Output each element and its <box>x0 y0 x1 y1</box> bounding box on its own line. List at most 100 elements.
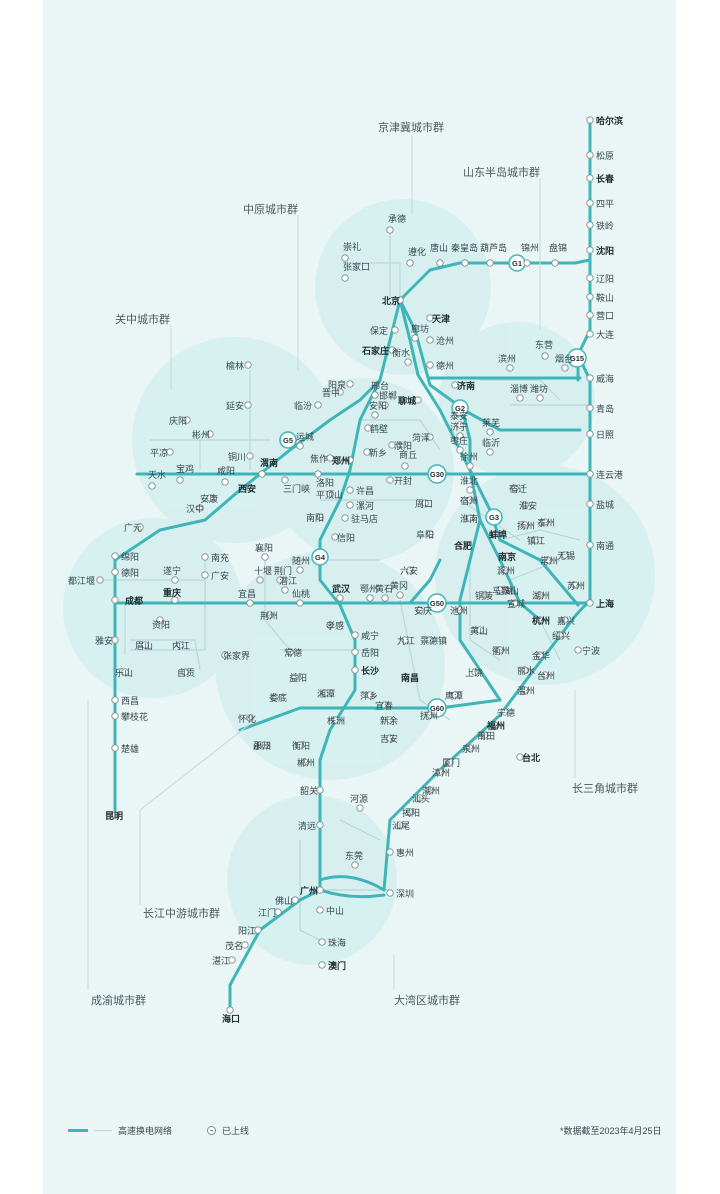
city-label: 衡水 <box>392 347 410 358</box>
city-label: 崇礼 <box>343 241 361 252</box>
station-baoji: 宝鸡 <box>176 463 194 484</box>
station-yichang: 宜昌 <box>238 588 256 607</box>
station-marker <box>386 889 394 897</box>
city-label: 金华 <box>532 650 550 661</box>
station-marker <box>461 259 469 267</box>
station-maoming: 茂名 <box>225 940 249 951</box>
station-marker <box>586 246 594 254</box>
city-label: 鄂州 <box>360 584 378 594</box>
station-marker <box>406 808 414 816</box>
station-marker <box>296 741 304 749</box>
city-label: 潍坊 <box>530 383 548 394</box>
city-label: 临汾 <box>294 400 312 411</box>
station-marker <box>346 486 354 494</box>
city-label: 抚州 <box>420 710 438 721</box>
station-chaozhou: 潮州 <box>422 785 440 796</box>
station-marker <box>574 646 582 654</box>
city-label: 许昌 <box>356 485 374 496</box>
station-zhangjiajie: 张家界 <box>221 650 250 661</box>
badge-label: G60 <box>430 704 444 713</box>
station-rizhao: 日照 <box>586 430 614 440</box>
bay-loop <box>318 875 386 899</box>
station-quanzhou: 泉州 <box>462 743 480 754</box>
station-yancheng: 盐城 <box>586 499 614 510</box>
station-suzhou: 苏州 <box>567 580 585 591</box>
city-label: 常德 <box>284 647 302 658</box>
station-xiamen: 厦门 <box>442 757 460 768</box>
station-chuzhou: 滁州 <box>497 566 515 576</box>
station-marker <box>314 470 322 478</box>
station-shijiazhuang: 石家庄 <box>361 345 396 356</box>
station-marker <box>346 456 354 464</box>
station-tongling: 铜陵 <box>475 590 493 601</box>
badge-label: G3 <box>489 513 499 522</box>
legend-main-line <box>68 1129 88 1132</box>
station-marker <box>391 326 399 334</box>
station-marker <box>401 462 409 470</box>
station-marker <box>228 956 236 964</box>
city-label: 攀枝花 <box>121 711 148 722</box>
station-changde: 常德 <box>284 647 302 658</box>
station-marker <box>561 551 569 559</box>
city-label: 阜阳 <box>416 529 434 540</box>
city-label: 芜湖 <box>495 585 513 596</box>
region-jingjinji <box>315 199 491 375</box>
city-label: 台州 <box>537 670 555 681</box>
station-marker <box>296 566 304 574</box>
city-label: 菏泽 <box>412 433 430 443</box>
station-marker <box>521 666 529 674</box>
station-mianyang: 绵阳 <box>111 551 139 562</box>
city-label: 大连 <box>596 329 614 340</box>
station-marker <box>111 712 119 720</box>
station-marker <box>586 311 594 319</box>
station-guangyuan: 广元 <box>124 522 144 533</box>
station-dalian: 大连 <box>586 329 614 340</box>
city-label: 郑州 <box>332 455 350 466</box>
city-label: 安庆 <box>414 605 432 616</box>
station-yaan: 雅安 <box>95 635 119 646</box>
station-ningde: 宁德 <box>497 707 515 718</box>
station-qianhua: 遵化 <box>406 246 426 267</box>
station-marker <box>331 533 339 541</box>
station-marker <box>316 786 324 794</box>
station-marker <box>388 346 396 354</box>
station-zhangjiakou: 张家口 <box>341 261 370 282</box>
station-marker <box>536 591 544 599</box>
city-label: 长沙 <box>361 665 379 676</box>
region-chengyu <box>63 518 243 698</box>
city-label: 张家界 <box>223 650 250 661</box>
badge-g2: G2 <box>451 399 469 417</box>
station-puyang: 濮阳 <box>388 440 412 451</box>
city-label: 楚雄 <box>121 743 139 754</box>
city-label: 马鞍山 <box>492 585 519 596</box>
region-label-changjiang: 长江中游城市群 <box>143 906 220 920</box>
legend-station: 已上线 <box>207 1124 249 1137</box>
station-marker <box>256 576 264 584</box>
station-marker <box>176 641 184 649</box>
city-label: 哈尔滨 <box>596 115 623 126</box>
city-label: 武汉 <box>332 583 351 594</box>
station-marker <box>381 701 389 709</box>
station-shangqiu: 商丘 <box>399 449 417 470</box>
station-marker <box>511 599 519 607</box>
station-marker <box>351 861 359 869</box>
city-label: 鹤壁 <box>370 423 388 434</box>
city-label: 江门 <box>258 907 276 918</box>
region-label-greaterbay: 大湾区城市群 <box>394 993 460 1007</box>
station-marker <box>386 226 394 234</box>
station-marker <box>386 734 394 742</box>
station-taibei: 台北 <box>516 752 540 763</box>
city-label: 成都 <box>125 595 143 606</box>
station-zhuhai: 珠海 <box>318 937 346 948</box>
station-zhumadian: 驻马店 <box>341 513 378 524</box>
city-label: 淮安 <box>519 500 537 511</box>
city-label: 延安 <box>226 400 244 411</box>
station-marker <box>351 631 359 639</box>
station-putian: 莆田 <box>477 730 495 741</box>
city-label: 南通 <box>596 540 614 551</box>
station-marker <box>411 334 419 342</box>
legend-network-label: 高速换电网络 <box>118 1126 173 1136</box>
station-marker <box>111 636 119 644</box>
city-label: 南京 <box>498 551 516 562</box>
station-marker <box>541 671 549 679</box>
